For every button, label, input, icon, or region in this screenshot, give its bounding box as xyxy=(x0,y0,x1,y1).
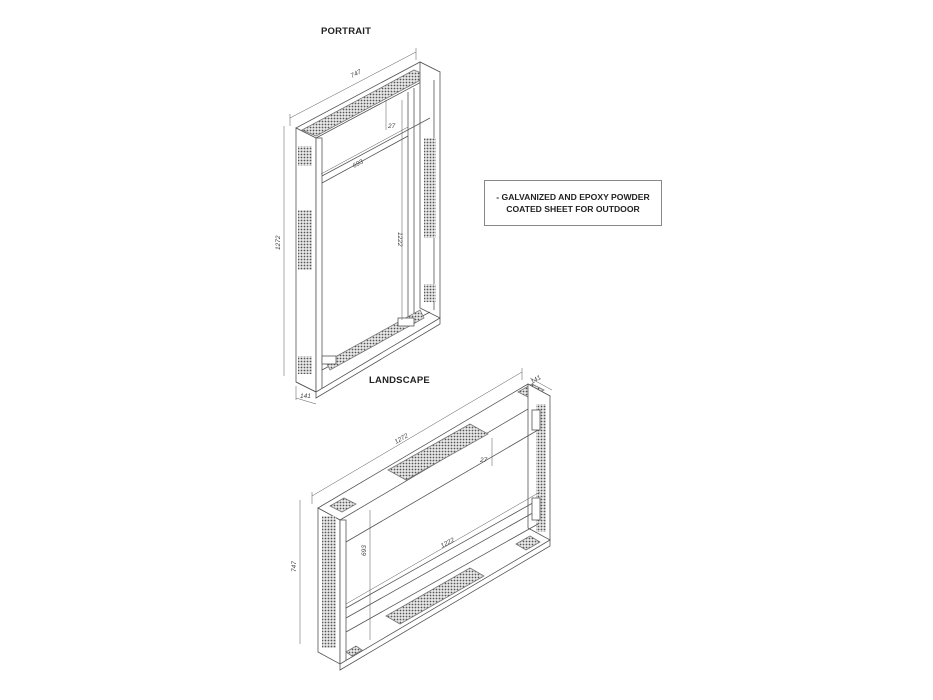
portrait-title: PORTRAIT xyxy=(321,26,372,37)
landscape-title: LANDSCAPE xyxy=(369,375,430,386)
material-note-line-1: - GALVANIZED AND EPOXY POWDER xyxy=(496,192,650,202)
landscape-dim-depth: 141 xyxy=(530,374,543,386)
landscape-dim-offset: 27 xyxy=(479,457,488,464)
portrait-dim-top-length: 747 xyxy=(350,68,363,79)
landscape-enclosure xyxy=(317,383,551,671)
portrait-dim-outer-height: 1272 xyxy=(275,235,282,250)
landscape-dim-inner-height: 693 xyxy=(361,545,368,556)
landscape-dim-outer-height: 747 xyxy=(291,561,298,572)
portrait-dim-offset: 27 xyxy=(387,123,396,130)
portrait-dim-inner-height: 1222 xyxy=(396,232,403,247)
landscape-dimension-lines xyxy=(299,368,553,644)
material-note-box: - GALVANIZED AND EPOXY POWDER COATED SHE… xyxy=(484,180,662,226)
portrait-dimension-lines xyxy=(283,48,417,405)
portrait-enclosure xyxy=(295,61,441,399)
portrait-dim-inner-width: 693 xyxy=(352,158,365,169)
portrait-dim-depth: 141 xyxy=(300,393,311,400)
material-note-line-2: COATED SHEET FOR OUTDOOR xyxy=(506,204,640,214)
landscape-dim-top-length: 1272 xyxy=(394,432,410,445)
